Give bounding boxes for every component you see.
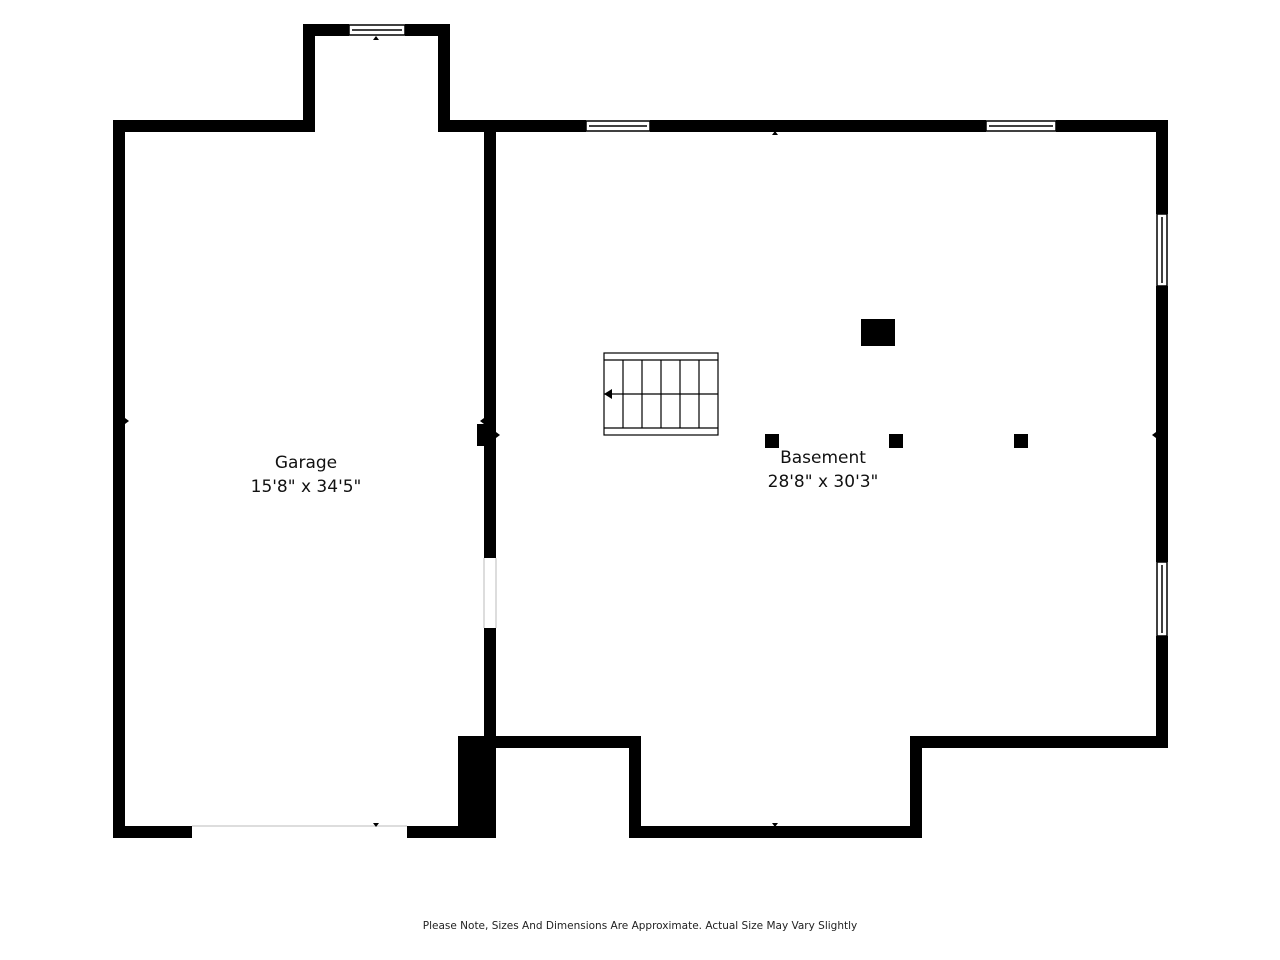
basement-bottom-right-wall (910, 736, 1168, 748)
chimney-block (861, 319, 895, 346)
stair-direction-arrow-icon (604, 389, 612, 399)
dimension-markers (125, 36, 1156, 827)
basement-top-wall-mid (650, 120, 986, 132)
marker-icon (480, 418, 484, 424)
corner-column (458, 736, 496, 838)
window-bumpout-top (348, 24, 406, 36)
garage-bottom-wall-left (113, 826, 192, 838)
garage-label: Garage 15'8" x 34'5" (251, 453, 362, 497)
interior-wall (477, 120, 496, 748)
window-basement-top-right (985, 120, 1057, 132)
basement-right-wall-upper (1156, 120, 1168, 214)
basement-label: Basement 28'8" x 30'3" (768, 448, 879, 492)
marker-icon (373, 36, 379, 40)
disclaimer-note: Please Note, Sizes And Dimensions Are Ap… (422, 920, 858, 932)
basement-right-wall-lower (1156, 636, 1168, 748)
garage-top-wall (113, 120, 315, 132)
basement-bottom-wall (629, 826, 922, 838)
columns (765, 319, 1028, 448)
bumpout-top-wall-left (303, 24, 349, 36)
garage-left-wall (113, 120, 125, 838)
room-dimensions: 15'8" x 34'5" (251, 477, 362, 497)
openings (192, 558, 497, 827)
marker-icon (772, 131, 778, 135)
marker-icon (772, 823, 778, 827)
support-column (765, 434, 779, 448)
staircase (603, 352, 719, 436)
wall-post (477, 424, 491, 446)
basement-bottom-left-wall (484, 736, 641, 748)
bumpout-right-wall (438, 24, 450, 132)
bumpout-left-wall (303, 24, 315, 132)
support-column (889, 434, 903, 448)
room-name: Garage (275, 453, 337, 473)
basement-top-wall-right (1056, 120, 1168, 132)
basement-step-right-wall (910, 736, 922, 838)
basement-step-left-wall (629, 736, 641, 838)
dividing-wall-lower (484, 628, 496, 748)
top-wall-middle (438, 120, 586, 132)
room-dimensions: 28'8" x 30'3" (768, 472, 879, 492)
marker-icon (496, 432, 500, 438)
basement-right-wall-mid (1156, 286, 1168, 562)
exterior-walls (113, 24, 1168, 838)
marker-icon (1152, 432, 1156, 438)
window-basement-right-lower (1156, 561, 1168, 637)
window-basement-right-upper (1156, 213, 1168, 287)
marker-icon (373, 823, 379, 827)
support-column (1014, 434, 1028, 448)
marker-icon (125, 418, 129, 424)
windows (348, 24, 1168, 637)
window-basement-top-left (585, 120, 651, 132)
room-name: Basement (780, 448, 866, 468)
dividing-wall-upper (484, 120, 496, 558)
